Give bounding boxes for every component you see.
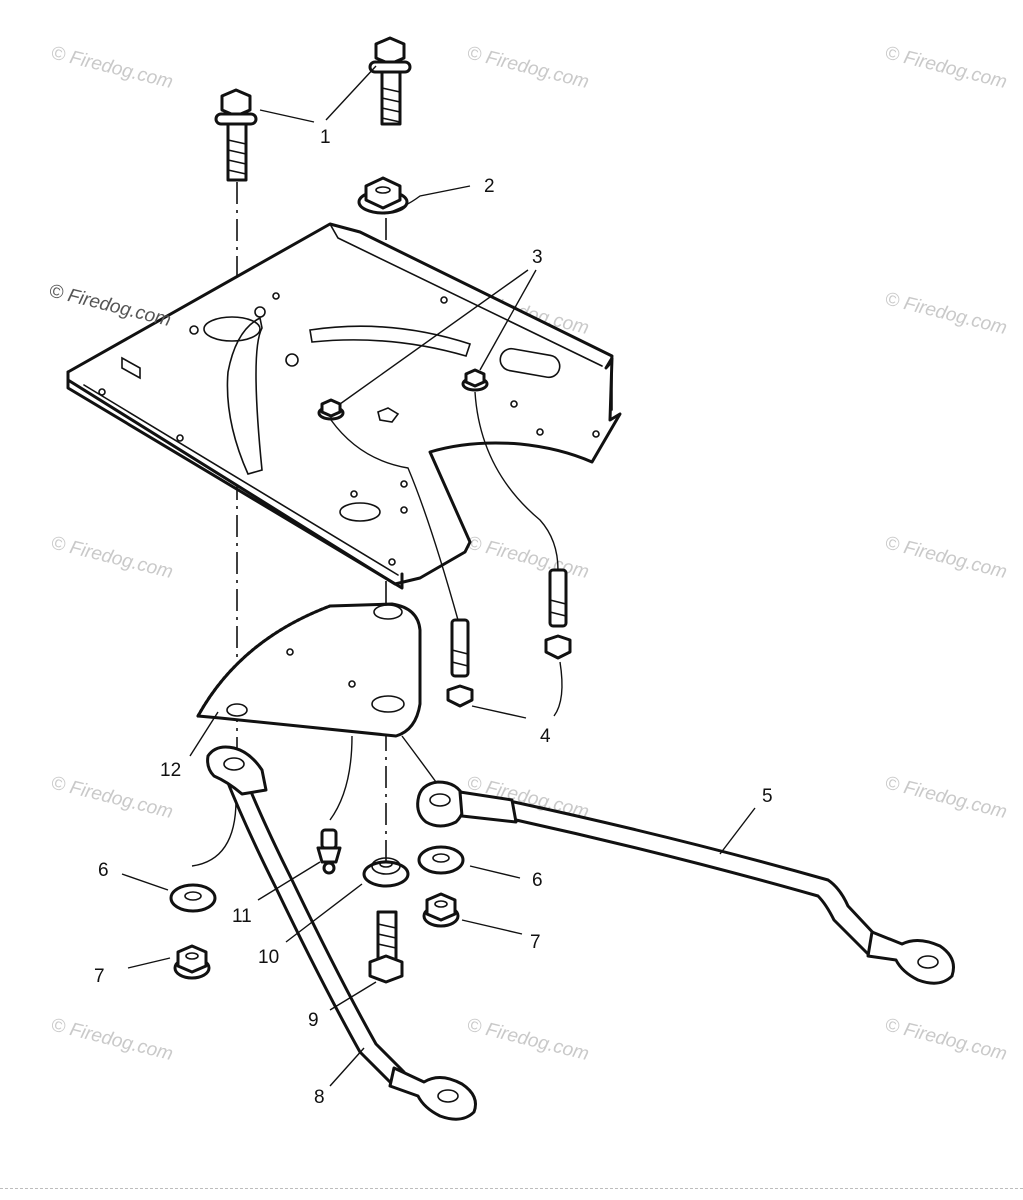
lower-bolt [368,910,404,984]
callout-10: 10 [258,947,279,968]
callout-11: 11 [232,906,252,927]
callout-6-left: 6 [98,860,109,881]
bolt-left [214,88,258,182]
callout-5: 5 [762,786,773,807]
footer-divider [0,1188,1023,1189]
nut-right [422,892,460,928]
callout-4: 4 [540,726,551,747]
bolt-right [368,36,412,126]
callout-8: 8 [314,1087,325,1108]
watermark: © Firedog.com [883,1014,1009,1065]
watermark: © Firedog.com [883,288,1009,339]
callout-9: 9 [308,1010,319,1031]
sector-gear [196,602,422,738]
watermark: © Firedog.com [49,42,175,93]
watermark: © Firedog.com [883,772,1009,823]
ball-stud [316,828,342,875]
nut-left [173,944,211,980]
rubber-bushing [362,857,410,888]
callout-6-right: 6 [532,870,543,891]
flange-nut [357,176,409,215]
plate-nut-left [317,398,345,421]
watermark: © Firedog.com [49,532,175,583]
watermark: © Firedog.com [465,1014,591,1065]
callout-7-right: 7 [530,932,541,953]
tie-rod [416,780,955,985]
stud-bolt-left [446,618,474,708]
watermark: © Firedog.com [883,42,1009,93]
watermark: © Firedog.com [883,532,1009,583]
callout-1: 1 [320,127,331,148]
callout-7-left: 7 [94,966,105,987]
drag-link-rod [206,745,477,1121]
washer-left [169,883,217,913]
watermark: © Firedog.com [47,280,173,331]
watermark: © Firedog.com [49,1014,175,1065]
watermark: © Firedog.com [49,772,175,823]
watermark: © Firedog.com [465,532,591,583]
plate-nut-right [461,368,489,392]
callout-12: 12 [160,760,181,781]
callout-3: 3 [532,247,543,268]
watermark: © Firedog.com [465,42,591,93]
washer-right [417,845,465,875]
callout-labels: 1 2 3 4 5 6 6 7 7 8 9 10 11 12 [94,127,773,1108]
stud-bolt-right [544,568,572,660]
mounting-plate [66,222,622,590]
leader-lines [121,65,756,1087]
callout-2: 2 [484,176,495,197]
